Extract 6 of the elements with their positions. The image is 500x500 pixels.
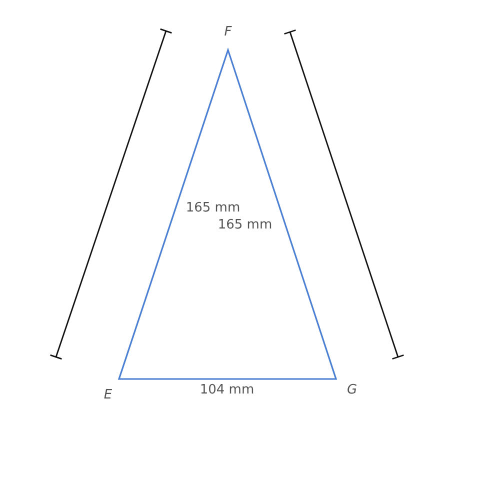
dimension-label: 165 mm bbox=[218, 218, 272, 232]
dimension-label: 165 mm bbox=[186, 200, 240, 216]
vertex-label: F bbox=[224, 24, 232, 40]
dimension-label: 104 mm bbox=[200, 382, 254, 398]
vertex-label: G bbox=[346, 382, 358, 398]
vertex-label: E bbox=[104, 388, 112, 402]
